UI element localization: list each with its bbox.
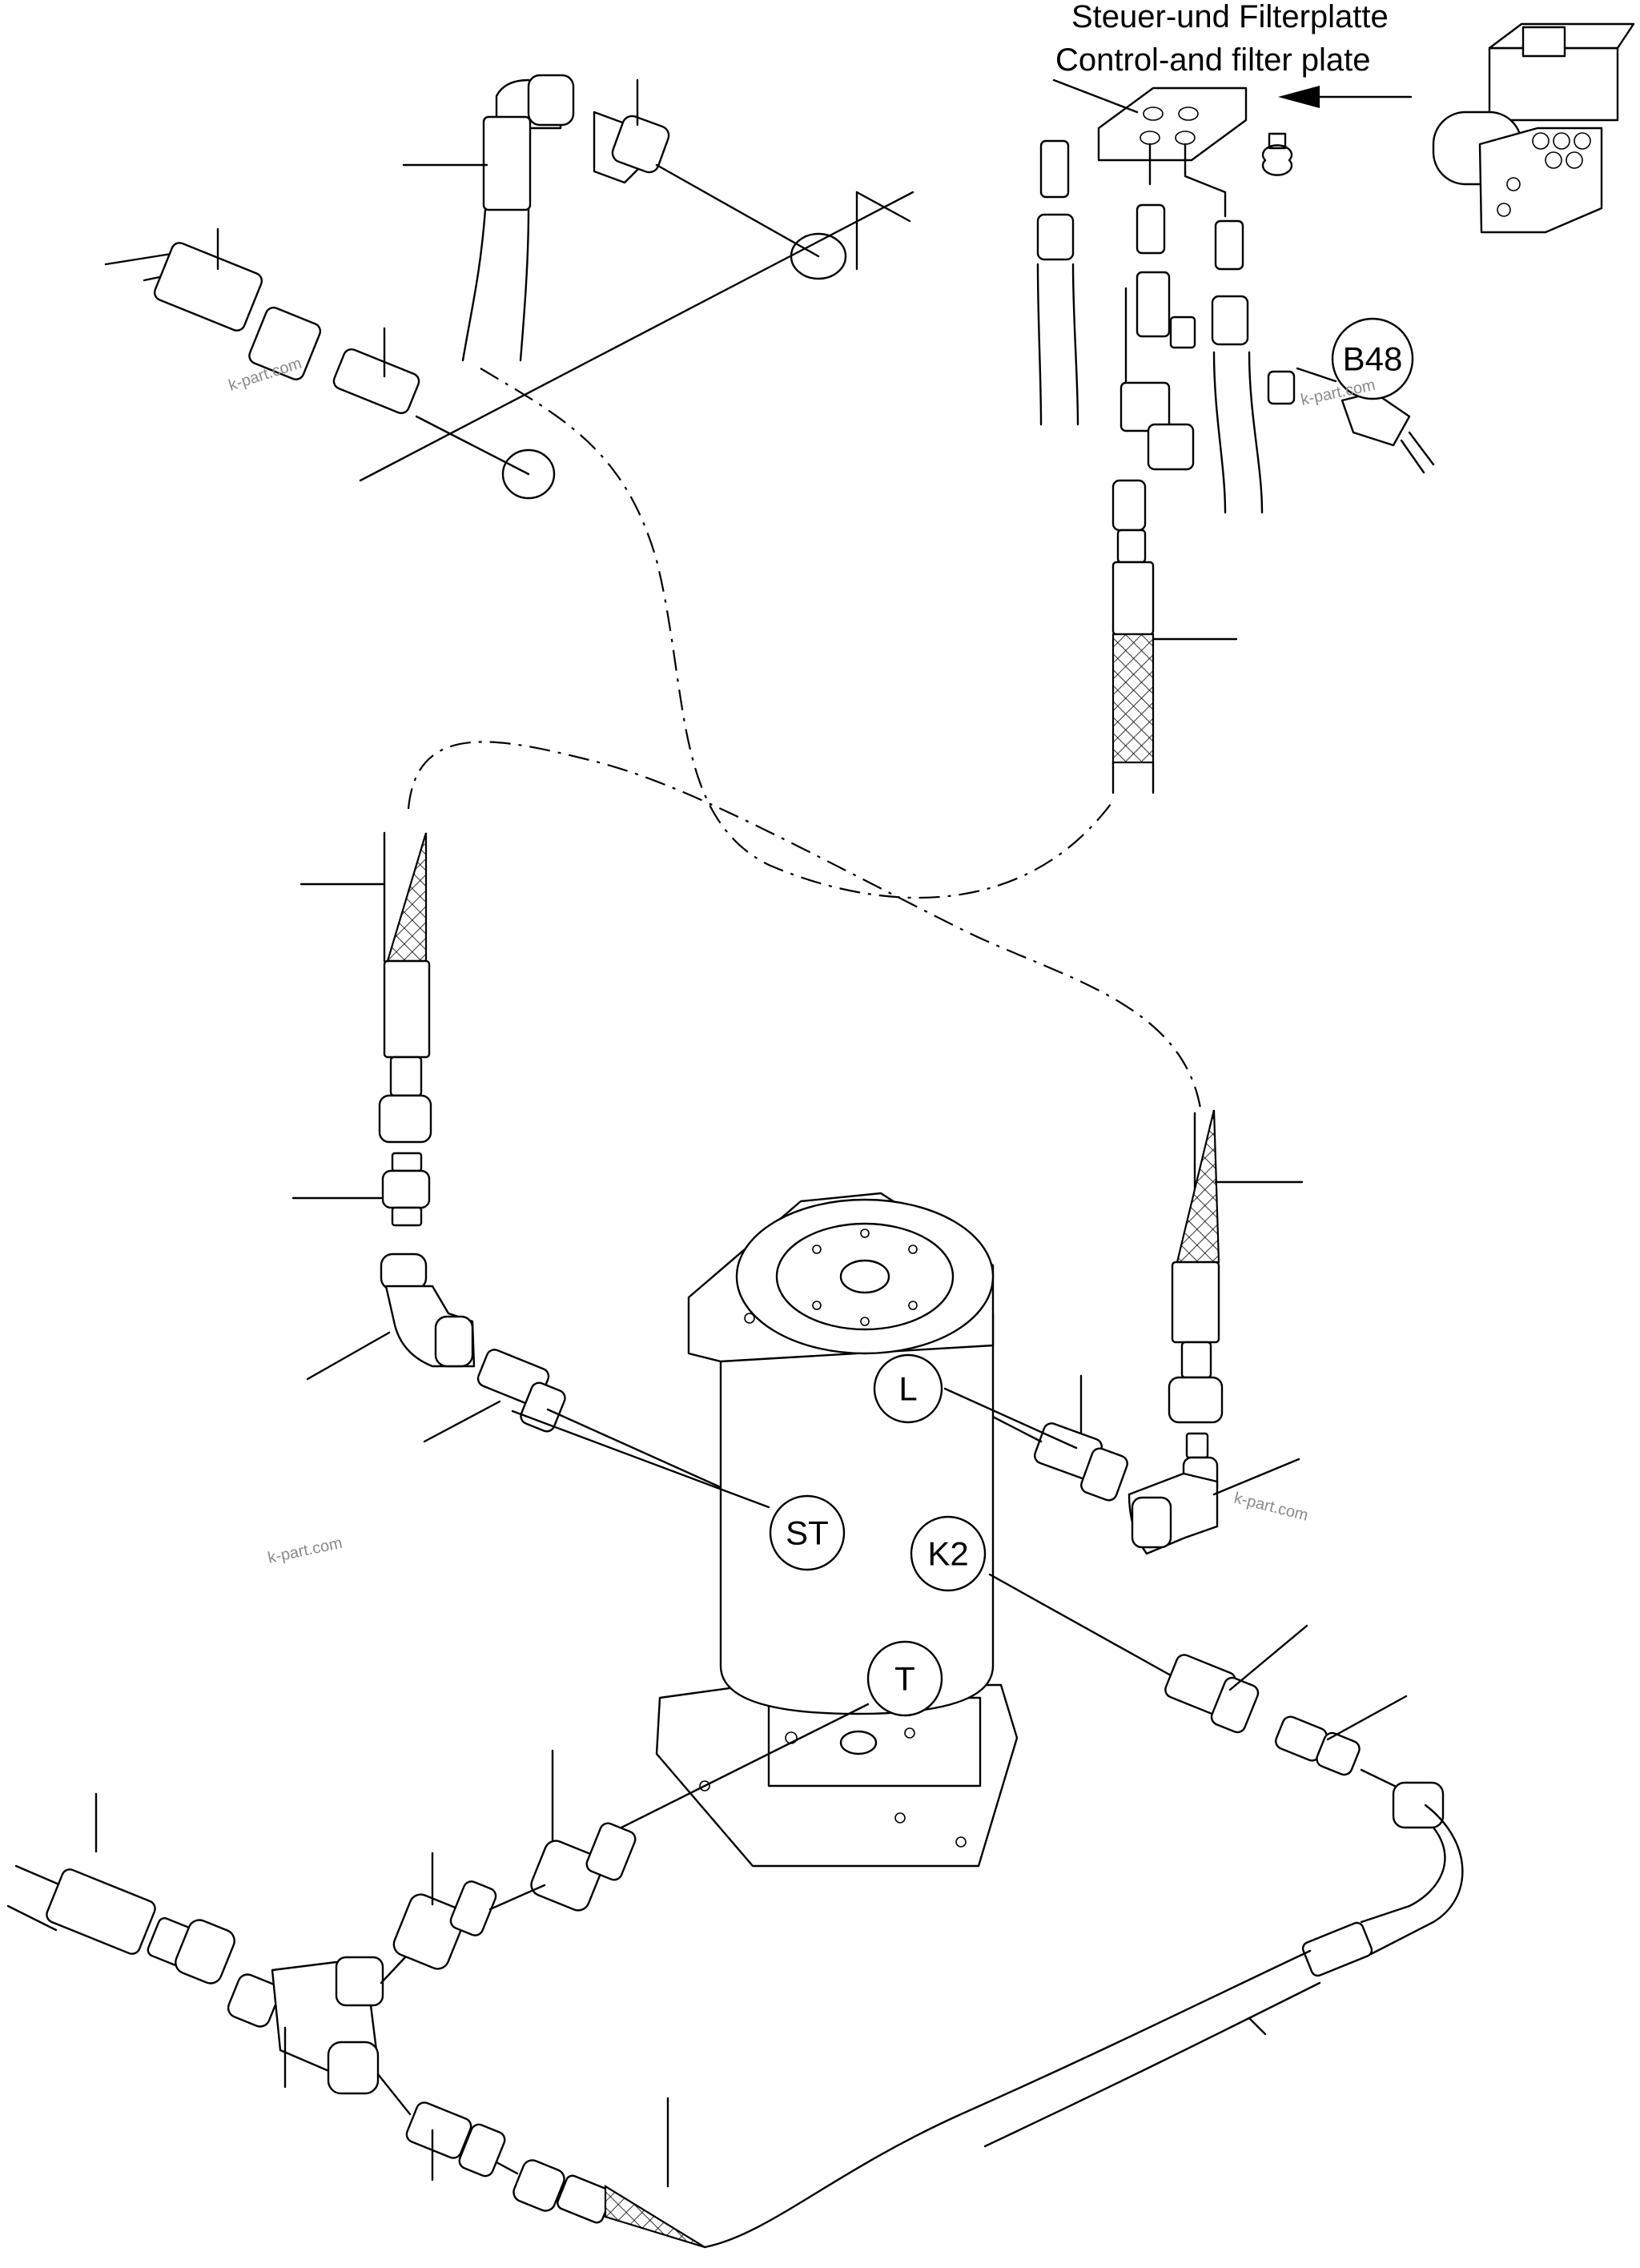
k2-line-assembly: [703, 1654, 1464, 2249]
port-T-callout: [866, 1640, 943, 1717]
port-L-label: L: [898, 1370, 917, 1408]
leader-lines: [94, 78, 1408, 2188]
left-hose-assembly: [378, 831, 806, 1526]
port-K2-callout: [910, 1515, 987, 1592]
control-filter-plate: [1052, 78, 1293, 218]
top-right-hose-assembly: [1036, 139, 1435, 514]
port-ST-label: ST: [786, 1514, 829, 1552]
filter-block: [1432, 22, 1635, 234]
tank-line-assembly: [6, 1822, 705, 2249]
port-callouts: L ST K2 T B48: [511, 317, 1414, 1836]
watermark: k-part.com: [266, 1534, 344, 1567]
port-L-callout: [873, 1353, 943, 1424]
port-K2-label: K2: [927, 1535, 968, 1573]
B48-callout: [1331, 317, 1414, 400]
port-ST-callout: [769, 1494, 846, 1571]
heading-line-german: Steuer-und Filterplatte: [1071, 0, 1389, 34]
port-T-label: T: [894, 1660, 915, 1698]
control-filter-plate-heading: Steuer-und Filterplatte Control-and filt…: [1055, 0, 1413, 108]
arrow-left-icon: [1278, 86, 1413, 108]
hose-routing-dashed: [407, 368, 1203, 1114]
B48-label: B48: [1343, 340, 1403, 378]
top-left-assembly: [104, 74, 914, 500]
right-hose-down: [1111, 479, 1155, 794]
heading-line-english: Control-and filter plate: [1055, 42, 1371, 78]
watermark: k-part.com: [1232, 1490, 1310, 1525]
